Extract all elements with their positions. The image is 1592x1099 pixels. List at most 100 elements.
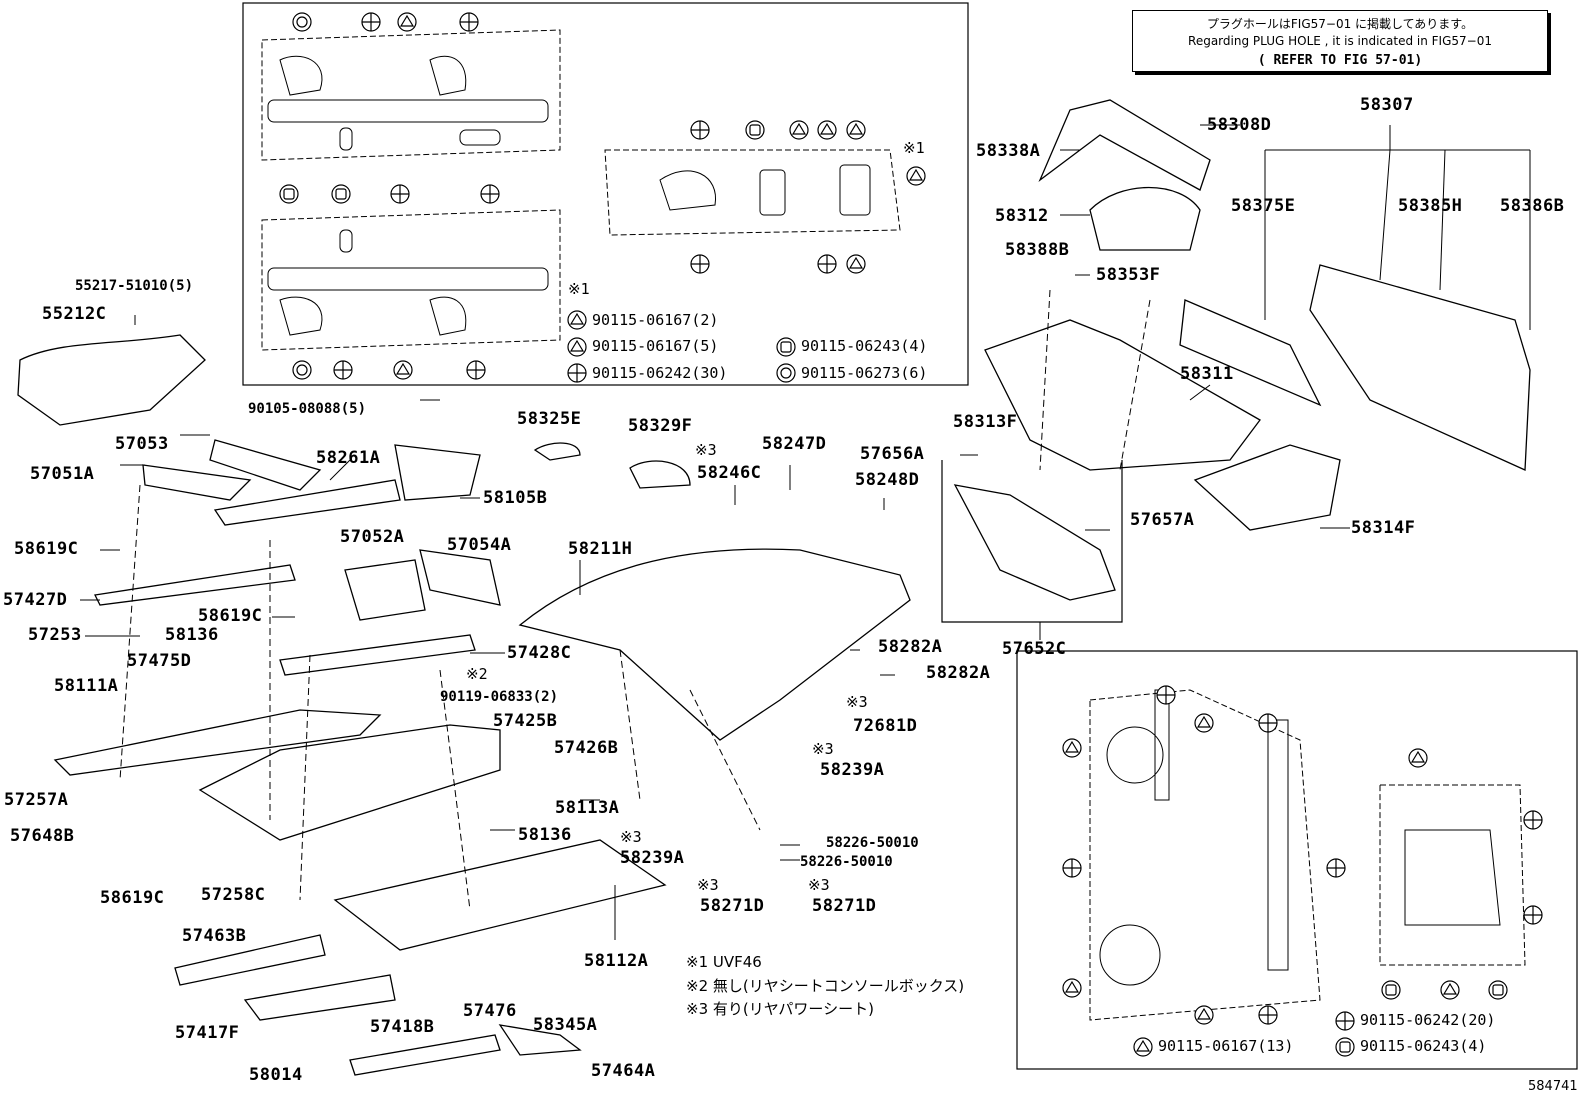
mark-3-58239a-1: ※3 [812,740,834,758]
label-57418b[interactable]: 57418B [370,1017,435,1037]
top-inset-frame [242,2,969,386]
label-58239a-2[interactable]: 58239A [620,848,685,868]
label-90105-08088[interactable]: 90105-08088(5) [248,401,367,417]
label-58308d[interactable]: 58308D [1207,115,1272,135]
label-90119-06833[interactable]: 90119-06833(2) [440,689,559,705]
label-57428c[interactable]: 57428C [507,643,572,663]
leader-lines [80,124,1531,940]
label-58311[interactable]: 58311 [1180,364,1234,384]
label-58314f[interactable]: 58314F [1351,518,1416,538]
label-58105b[interactable]: 58105B [483,488,548,508]
shape-58113a [198,724,501,841]
label-58307[interactable]: 58307 [1360,95,1414,115]
label-58226-50010-2[interactable]: 58226-50010 [800,854,893,870]
inset-floor-plan-lower [261,209,561,351]
label-58386b[interactable]: 58386B [1500,196,1565,216]
legend-bottom-3: 90115-06243(4) [1360,1037,1487,1055]
mark-3-58271d-1: ※3 [697,876,719,894]
notice-line-english: Regarding PLUG HOLE , it is indicated in… [1188,34,1492,48]
shape-58111a [53,709,382,776]
label-58338a[interactable]: 58338A [976,141,1041,161]
label-58261a[interactable]: 58261A [316,448,381,468]
label-57417f[interactable]: 57417F [175,1023,240,1043]
plug-hole-notice: プラグホールはFIG57−01 に掲載してあります。 Regarding PLU… [1132,10,1548,72]
label-58385h[interactable]: 58385H [1398,196,1463,216]
label-58136-2[interactable]: 58136 [518,825,572,845]
label-58136-1[interactable]: 58136 [165,625,219,645]
label-58271d-2[interactable]: 58271D [812,896,877,916]
label-58246c[interactable]: 58246C [697,463,762,483]
legend-bottom-2: 90115-06167(13) [1158,1037,1294,1055]
inset-floor-plan-right [604,149,901,236]
label-55212c[interactable]: 55212C [42,304,107,324]
mark-3-72681d: ※3 [846,693,868,711]
mark-3-58271d-2: ※3 [808,876,830,894]
label-58226-50010-1[interactable]: 58226-50010 [826,835,919,851]
legend-bottom-1: 90115-06242(20) [1360,1011,1496,1029]
label-58619c-3[interactable]: 58619C [100,888,165,908]
shape-57652c [953,484,1116,601]
label-57426b[interactable]: 57426B [554,738,619,758]
label-57054a[interactable]: 57054A [447,535,512,555]
label-57464a[interactable]: 57464A [591,1061,656,1081]
label-57648b[interactable]: 57648B [10,826,75,846]
label-58375e[interactable]: 58375E [1231,196,1296,216]
label-58353f[interactable]: 58353F [1096,265,1161,285]
label-58313f[interactable]: 58313F [953,412,1018,432]
label-57253[interactable]: 57253 [28,625,82,645]
label-57463b[interactable]: 57463B [182,926,247,946]
note-1: ※1 UVF46 [686,953,762,971]
label-58388b[interactable]: 58388B [1005,240,1070,260]
label-57656a[interactable]: 57656A [860,444,925,464]
label-58248d[interactable]: 58248D [855,470,920,490]
label-58111a[interactable]: 58111A [54,676,119,696]
label-57258c[interactable]: 57258C [201,885,266,905]
label-58345a[interactable]: 58345A [533,1015,598,1035]
group-frame-57652c [941,460,1123,623]
label-58325e[interactable]: 58325E [517,409,582,429]
inset-floor-plan-upper [261,29,561,161]
label-57476[interactable]: 57476 [463,1001,517,1021]
legend-top-4: 90115-06242(30) [592,364,728,382]
label-57475d[interactable]: 57475D [127,651,192,671]
shape-58307 [1309,264,1531,471]
label-57053[interactable]: 57053 [115,434,169,454]
label-57051a[interactable]: 57051A [30,464,95,484]
label-58239a-1[interactable]: 58239A [820,760,885,780]
label-58271d-1[interactable]: 58271D [700,896,765,916]
label-58014[interactable]: 58014 [249,1065,303,1085]
notice-line-japanese: プラグホールはFIG57−01 に掲載してあります。 [1206,17,1474,31]
shape-58112a [333,839,667,951]
shape-58311 [984,319,1261,471]
label-57257a[interactable]: 57257A [4,790,69,810]
label-57425b[interactable]: 57425B [493,711,558,731]
mark-1-legend-label: ※1 [568,280,590,298]
label-57052a[interactable]: 57052A [340,527,405,547]
legend-top-2: 90115-06167(5) [592,337,719,355]
shape-58211h [518,548,911,741]
label-58282a-1[interactable]: 58282A [878,637,943,657]
bottom-inset-frame [1016,650,1578,1070]
label-58329f[interactable]: 58329F [628,416,693,436]
label-57657a[interactable]: 57657A [1130,510,1195,530]
label-58112a[interactable]: 58112A [584,951,649,971]
legend-top-1: 90115-06167(2) [592,311,719,329]
label-58113a[interactable]: 58113A [555,798,620,818]
label-57427d[interactable]: 57427D [3,590,68,610]
dashed-assembly-lines [119,289,1151,911]
inset-rear-floor-left [1089,689,1321,1021]
label-58282a-2[interactable]: 58282A [926,663,991,683]
mark-3-58239a-2: ※3 [620,828,642,846]
label-58247d[interactable]: 58247D [762,434,827,454]
note-3: ※3 有り(リヤパワーシート) [686,1000,874,1018]
label-72681d[interactable]: 72681D [853,716,918,736]
label-55217-51010[interactable]: 55217-51010(5) [75,278,194,294]
label-58619c-1[interactable]: 58619C [14,539,79,559]
label-58211h[interactable]: 58211H [568,539,633,559]
label-58312[interactable]: 58312 [995,206,1049,226]
inset-rear-floor-right [1379,784,1526,966]
legend-top-5: 90115-06273(6) [801,364,928,382]
label-57652c[interactable]: 57652C [1002,639,1067,659]
label-58619c-2[interactable]: 58619C [198,606,263,626]
shape-58312 [1089,186,1201,251]
